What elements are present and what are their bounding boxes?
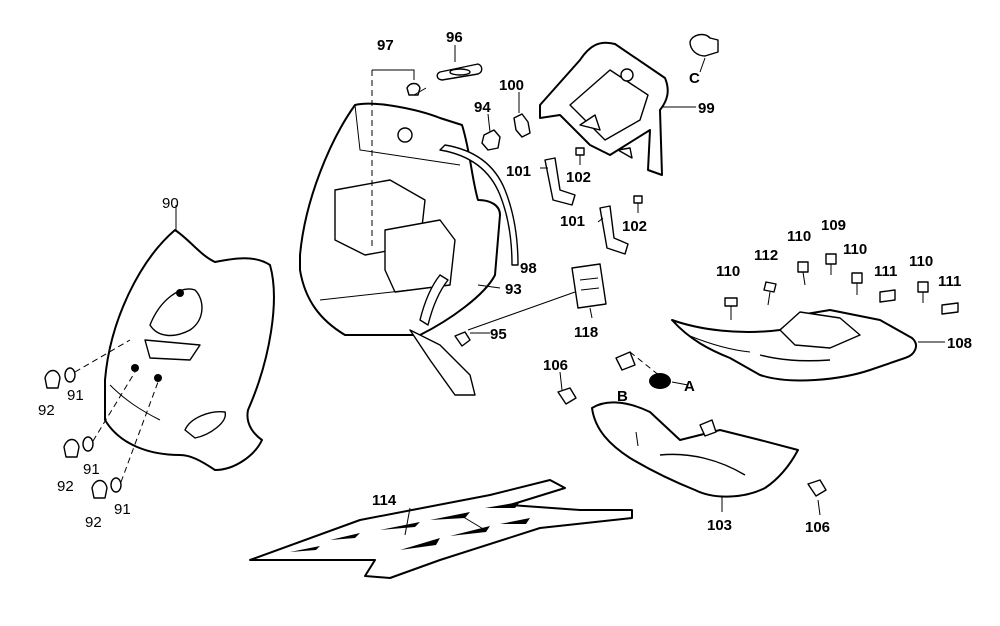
label-114: 114 xyxy=(372,492,397,509)
part-114-floor-panel xyxy=(249,479,633,579)
label-94: 94 xyxy=(474,99,491,116)
part-108-floor-undercover xyxy=(671,309,917,382)
label-110-a: 110 xyxy=(716,263,740,280)
label-101-a: 101 xyxy=(506,163,531,180)
label-91-b: 91 xyxy=(83,461,100,478)
part-95-screw xyxy=(454,331,471,347)
label-91-c: 91 xyxy=(114,501,131,518)
label-102-a: 102 xyxy=(566,169,591,186)
label-92-b: 92 xyxy=(57,478,74,495)
part-98-frame-bracket xyxy=(409,144,519,396)
part-96-clip xyxy=(436,63,483,81)
part-99-upper-cover xyxy=(539,41,669,176)
label-110-b: 110 xyxy=(787,228,811,245)
fastener-set-91-92 xyxy=(44,339,159,499)
label-c: C xyxy=(689,70,700,87)
label-108: 108 xyxy=(947,335,972,352)
label-99: 99 xyxy=(698,100,715,117)
label-92-c: 92 xyxy=(85,514,102,531)
label-102-b: 102 xyxy=(622,218,647,235)
label-103: 103 xyxy=(707,517,732,534)
label-110-d: 110 xyxy=(909,253,933,270)
label-90: 90 xyxy=(162,195,179,212)
label-95: 95 xyxy=(490,326,507,343)
label-111-a: 111 xyxy=(874,263,897,280)
label-97: 97 xyxy=(377,37,394,54)
label-100: 100 xyxy=(499,77,524,94)
label-92-a: 92 xyxy=(38,402,55,419)
label-101-b: 101 xyxy=(560,213,585,230)
part-103-lower-cover xyxy=(591,401,799,498)
part-94-nut xyxy=(481,129,501,151)
part-106-bolts xyxy=(557,387,827,497)
label-a: A xyxy=(684,378,695,395)
part-101-102-brackets xyxy=(544,147,643,255)
label-91-a: 91 xyxy=(67,387,84,404)
fastener-set-109-112 xyxy=(724,253,959,320)
label-109: 109 xyxy=(821,217,846,234)
label-98: 98 xyxy=(520,260,537,277)
part-90-front-shield xyxy=(104,229,275,471)
label-b: B xyxy=(617,388,628,405)
part-118-label-plate xyxy=(467,263,607,331)
part-c-fitting xyxy=(689,33,719,57)
label-111-b: 111 xyxy=(938,273,961,290)
label-106-b: 106 xyxy=(805,519,830,536)
label-106-a: 106 xyxy=(543,357,568,374)
part-93-inner-cover xyxy=(299,102,501,336)
part-100-clip xyxy=(513,113,531,138)
part-a-b-fittings xyxy=(615,351,671,389)
leader-lines xyxy=(175,45,945,536)
label-96: 96 xyxy=(446,29,463,46)
label-112: 112 xyxy=(754,247,778,264)
label-118: 118 xyxy=(574,324,598,341)
label-110-c: 110 xyxy=(843,241,867,258)
part-97-bolt xyxy=(371,69,427,250)
label-93: 93 xyxy=(505,281,522,298)
